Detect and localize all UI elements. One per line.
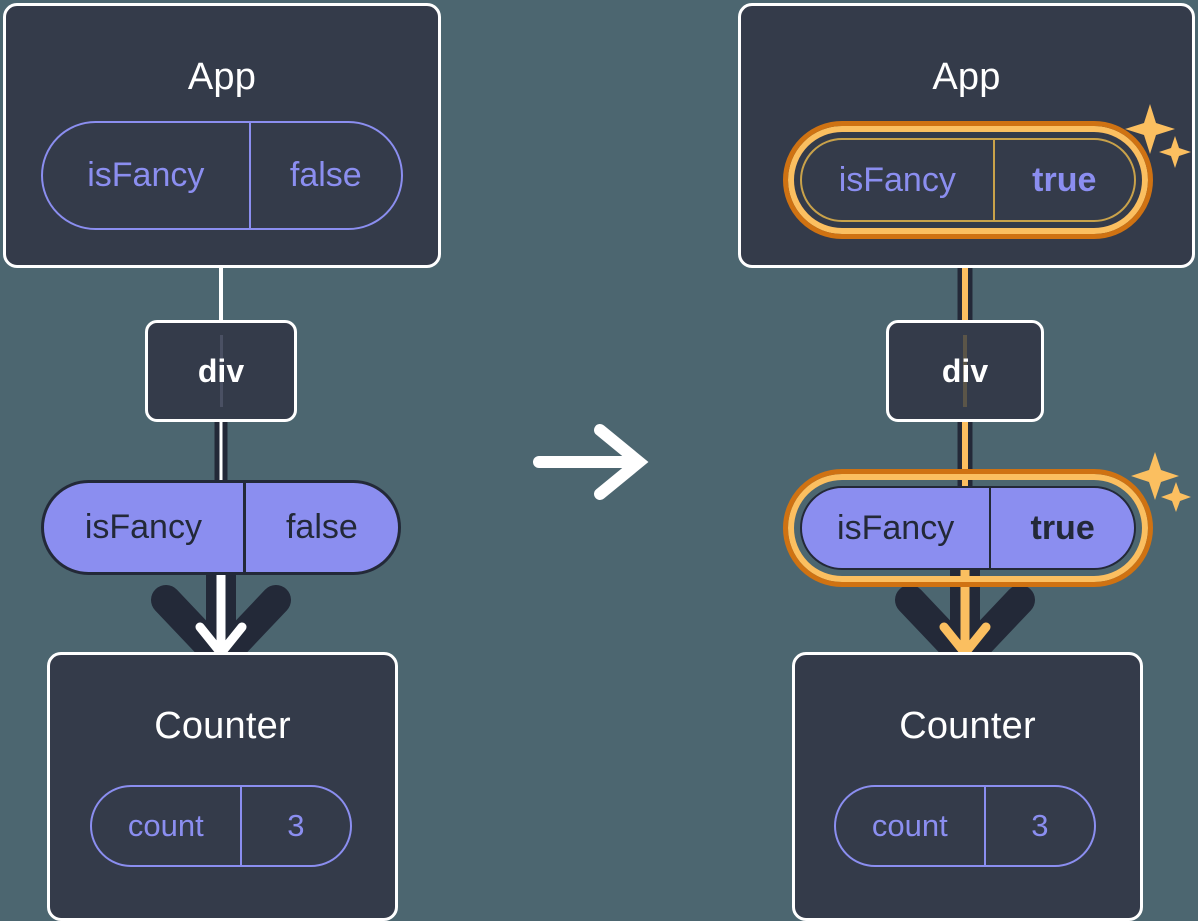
app-state-pill-key-before: isFancy [43, 123, 251, 228]
div-node-after: div [886, 320, 1044, 422]
counter-card-title-after: Counter [899, 705, 1036, 747]
div-node-before: div [145, 320, 297, 422]
counter-state-pill-key-before: count [92, 787, 242, 865]
app-state-pill-value-before: false [289, 156, 362, 194]
prop-pill-highlight-after [783, 469, 1153, 587]
div-node-label-before: div [197, 352, 245, 389]
counter-state-pill-after[interactable]: count 3 [834, 785, 1096, 867]
counter-state-pill-key-after: count [836, 787, 986, 865]
app-state-pill-highlight-after [783, 121, 1153, 239]
app-card-title-after: App [932, 56, 1001, 98]
prop-pill-key-after: isFancy [802, 488, 992, 568]
prop-pill-value-after: true [1030, 508, 1095, 547]
counter-state-pill-value-after: 3 [1031, 808, 1049, 843]
counter-state-pill-value-before: 3 [287, 808, 305, 843]
app-state-pill-value-after: true [1032, 160, 1097, 199]
counter-card-title-before: Counter [154, 705, 291, 747]
app-state-pill-key-after: isFancy [802, 140, 995, 220]
app-state-pill-after[interactable]: isFancy true [800, 138, 1136, 222]
prop-pill-value-before: false [285, 508, 358, 546]
app-card-title-before: App [187, 56, 257, 98]
app-state-pill-before[interactable]: isFancy false [41, 121, 403, 230]
counter-card-after: Counter [792, 652, 1143, 921]
transition-arrow [533, 424, 649, 500]
arrow-right-icon [533, 424, 649, 500]
div-node-inner-line-before [220, 335, 223, 407]
div-node-label-after: div [941, 352, 989, 389]
div-node-inner-line-after [963, 335, 967, 407]
prop-pill-before[interactable]: isFancy false [41, 480, 401, 575]
prop-pill-after[interactable]: isFancy true [800, 486, 1136, 570]
prop-pill-key-before: isFancy [44, 483, 246, 572]
counter-state-pill-before[interactable]: count 3 [90, 785, 352, 867]
